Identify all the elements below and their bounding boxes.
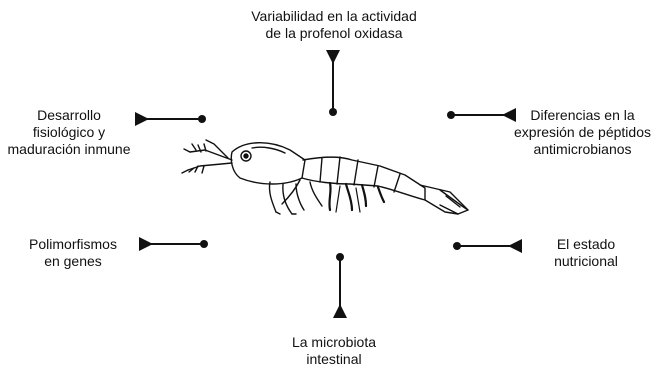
connector-lower-right — [453, 239, 522, 253]
connector-upper-left — [135, 112, 206, 126]
connector-top — [326, 50, 340, 116]
connector-lower-left — [139, 237, 208, 251]
shrimp-icon — [182, 140, 468, 214]
connector-upper-right — [447, 108, 516, 122]
connector-bottom — [333, 253, 347, 318]
